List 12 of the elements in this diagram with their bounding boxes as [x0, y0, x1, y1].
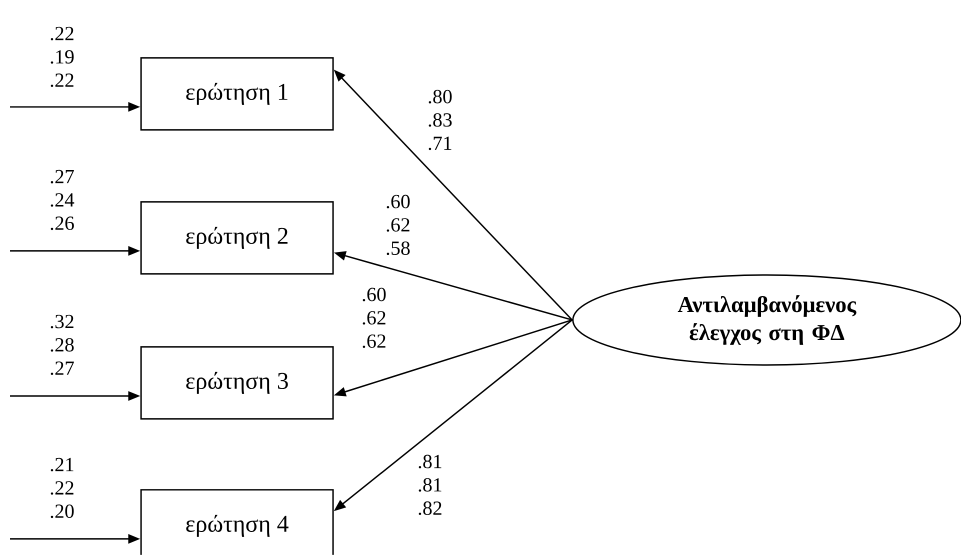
- edge-label: .60 .62 .58: [382, 194, 414, 256]
- edge-label: .22 .19 .22: [46, 26, 78, 88]
- edge-label: .81 .81 .82: [414, 453, 446, 516]
- item-box: ερώτηση 3: [140, 346, 334, 420]
- edge-label: .80 .83 .71: [424, 88, 456, 152]
- item-box: ερώτηση 2: [140, 201, 334, 275]
- item-box: ερώτηση 4: [140, 489, 334, 555]
- edge-label: .27 .24 .26: [46, 168, 78, 232]
- item-box: ερώτηση 1: [140, 57, 334, 131]
- edge-label: .32 .28 .27: [46, 314, 78, 376]
- edge-label: .21 .22 .20: [46, 456, 78, 520]
- edge-label: .60 .62 .62: [358, 286, 390, 350]
